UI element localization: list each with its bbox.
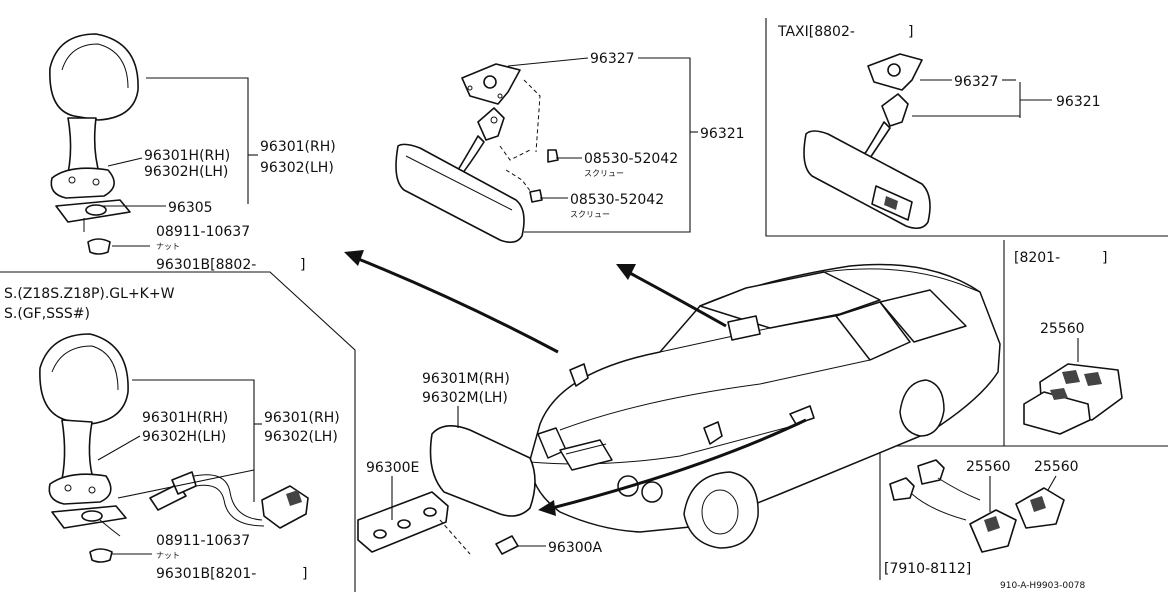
bottom-left-frame [0, 271, 356, 592]
top-left-gasket-label: 96305 [168, 200, 213, 216]
bottom-left-mirror-rh-label: 96301H(RH) [142, 410, 228, 426]
bottom-left-leaders [97, 379, 262, 555]
door-mirror-bottom [39, 333, 309, 563]
top-left-variant-close: ] [300, 257, 305, 273]
bottom-left-variant-label: 96301B[8201- [156, 566, 256, 582]
switch-box2-range-label: [7910-8112] [884, 561, 971, 577]
bottom-left-nut-part: 08911-10637 [156, 533, 250, 549]
fender-mirror-rh-label: 96301M(RH) [422, 371, 510, 387]
arrow-to-inner-mirror [616, 264, 727, 328]
top-left-assy-rh-label: 96301(RH) [260, 139, 336, 155]
taxi-box-bracket-label: 96327 [954, 74, 999, 90]
bottom-left-assy-lh-label: 96302(LH) [264, 429, 338, 445]
taxi-box-frame [765, 18, 1168, 237]
taxi-box-title-close: ] [908, 24, 913, 40]
fender-mirror-drawing [357, 425, 536, 555]
top-left-leaders [102, 77, 258, 247]
inner-mirror-assy-label: 96321 [700, 126, 745, 142]
inner-mirror-screw2-label: スクリュー [570, 210, 610, 219]
switch-box-title: [8201- [1014, 250, 1060, 266]
bottom-left-mirror-lh-label: 96302H(LH) [142, 429, 226, 445]
top-left-variant-label: 96301B[8802- [156, 257, 256, 273]
switch-box2-part-b-label: 25560 [1034, 459, 1079, 475]
bottom-left-assy-rh-label: 96301(RH) [264, 410, 340, 426]
bottom-left-variant-close: ] [302, 566, 307, 582]
top-left-assy-lh-label: 96302(LH) [260, 160, 334, 176]
fender-mirror-screw-label: 96300A [548, 540, 603, 556]
top-left-mirror-rh-label: 96301H(RH) [144, 148, 230, 164]
top-left-nut-label: ナット [156, 242, 180, 251]
top-left-nut-part: 08911-10637 [156, 224, 250, 240]
fender-mirror-lh-label: 96302M(LH) [422, 390, 508, 406]
switch-box2-part-a-label: 25560 [966, 459, 1011, 475]
arrow-to-top-left [344, 250, 559, 354]
taxi-mirror-drawing [803, 53, 931, 230]
arrow-to-fender-mirror [538, 418, 807, 516]
taxi-box-assy-label: 96321 [1056, 94, 1101, 110]
inner-mirror-screw1-part: 08530-52042 [584, 151, 678, 167]
switch-box-title-close: ] [1102, 250, 1107, 266]
fender-mirror-base-label: 96300E [366, 460, 419, 476]
inner-mirror-screw1-label: スクリュー [584, 169, 624, 178]
switch-box-part-label: 25560 [1040, 321, 1085, 337]
top-left-mirror-lh-label: 96302H(LH) [144, 164, 228, 180]
bottom-left-nut-label: ナット [156, 551, 180, 560]
diagram-code: 910-A-H9903-0078 [1000, 581, 1086, 591]
bottom-left-spec-line1: S.(Z18S.Z18P).GL+K+W [4, 286, 175, 302]
door-mirror-top [49, 33, 139, 255]
inner-mirror-screw2-part: 08530-52042 [570, 192, 664, 208]
switch-box2-drawing [889, 459, 1065, 553]
car-drawing [529, 263, 1001, 549]
taxi-box-title: TAXI[8802- [777, 24, 855, 40]
inner-mirror-bracket-label: 96327 [590, 51, 635, 67]
taxi-box-leaders [912, 79, 1052, 118]
inner-mirror-drawing [395, 63, 559, 244]
inner-mirror-leaders [507, 57, 698, 233]
bottom-left-spec-line2: S.(GF,SSS#) [4, 306, 90, 322]
fender-mirror-leaders [391, 406, 546, 547]
switch-box-drawing [1023, 338, 1123, 435]
